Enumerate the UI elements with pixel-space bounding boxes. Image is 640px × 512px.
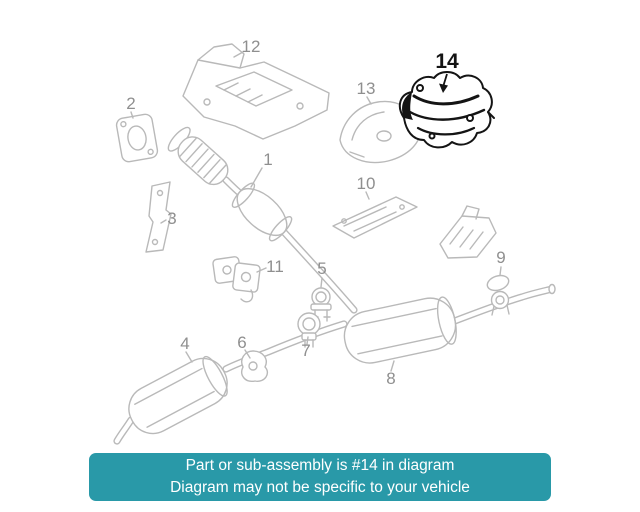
part-3-bracket-strip [145, 181, 172, 253]
part-11-hanger [212, 256, 261, 303]
part-14-heat-shield-highlighted [398, 71, 495, 149]
part-label-14-highlighted: 14 [435, 50, 459, 73]
part-12-crossmember [182, 43, 330, 140]
leader-lines [130, 51, 502, 372]
banner-line-1: Part or sub-assembly is #14 in diagram [185, 457, 455, 474]
part-8-center-muffler [343, 296, 457, 364]
part-4-rear-muffler [128, 355, 228, 435]
part-label-9: 9 [496, 248, 506, 267]
part-label-12: 12 [241, 37, 261, 56]
heat-shield-bracket-detail [439, 205, 497, 259]
part-label-7: 7 [301, 341, 311, 360]
part-label-2: 2 [126, 94, 136, 113]
part-label-13: 13 [356, 79, 376, 98]
part-label-1: 1 [263, 150, 273, 169]
exhaust-pipes [113, 176, 556, 445]
part-label-5: 5 [317, 259, 327, 278]
part-7-clamp [297, 312, 321, 348]
part-label-4: 4 [180, 334, 190, 353]
part-14-arrow [439, 73, 448, 93]
part-10-bracket [332, 196, 418, 239]
vehicle-note-banner: Part or sub-assembly is #14 in diagram D… [89, 453, 551, 501]
part-2-gasket [115, 113, 159, 163]
part-label-10: 10 [356, 174, 376, 193]
part-label-8: 8 [386, 369, 396, 388]
part-6-grommet [241, 350, 269, 382]
part-label-3: 3 [167, 209, 177, 228]
part-1-front-pipe-assembly [167, 126, 293, 242]
part-9-clamp [486, 274, 510, 316]
part-label-11: 11 [266, 257, 284, 276]
part-label-6: 6 [237, 333, 247, 352]
banner-line-2: Diagram may not be specific to your vehi… [170, 479, 470, 496]
